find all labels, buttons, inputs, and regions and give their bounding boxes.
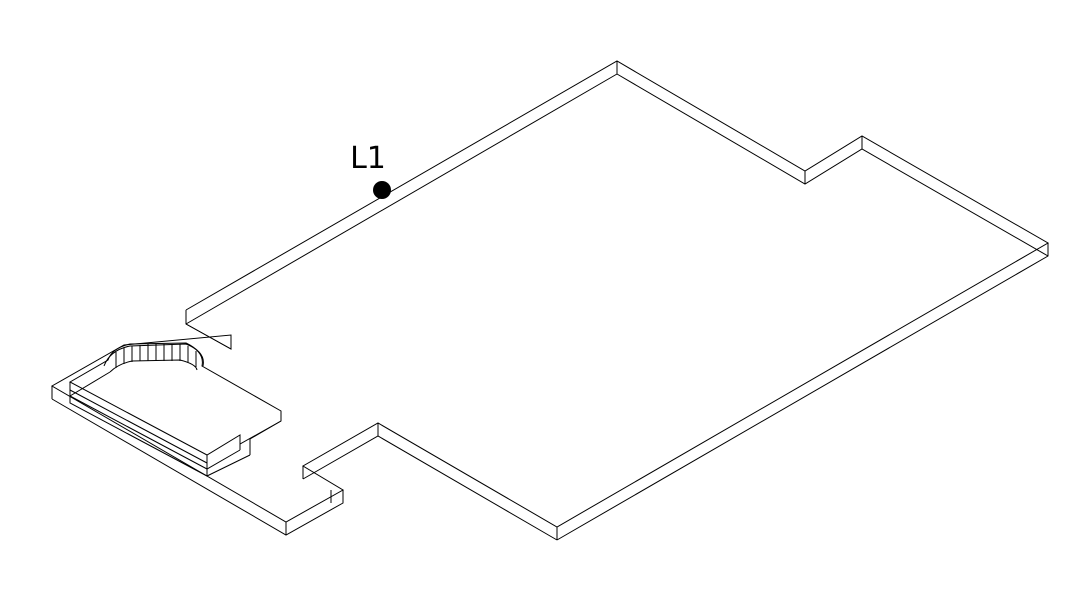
raised-platform-side: [206, 420, 282, 477]
marker-label: L1: [350, 141, 386, 176]
platform-inner-line: [69, 389, 208, 464]
platform-inner-line-2: [69, 371, 111, 397]
raised-platform-bottom: [69, 382, 241, 477]
slab-top-outline: [50, 60, 1050, 528]
curved-wall-hatching: [115, 344, 197, 368]
slab-bottom-edge-front: [302, 435, 558, 541]
slab-bottom-edge: [51, 398, 344, 536]
curved-wall-outer: [103, 343, 204, 367]
slab-inner-edge: [185, 73, 618, 325]
slab-bottom-edge-left-step: [185, 323, 232, 350]
marker-point: [373, 181, 391, 199]
slab-bottom-edge-notch: [616, 73, 1049, 257]
raised-platform-top: [68, 342, 282, 456]
slab-bottom-edge-right: [556, 243, 1049, 541]
curved-wall-inner: [109, 359, 198, 373]
